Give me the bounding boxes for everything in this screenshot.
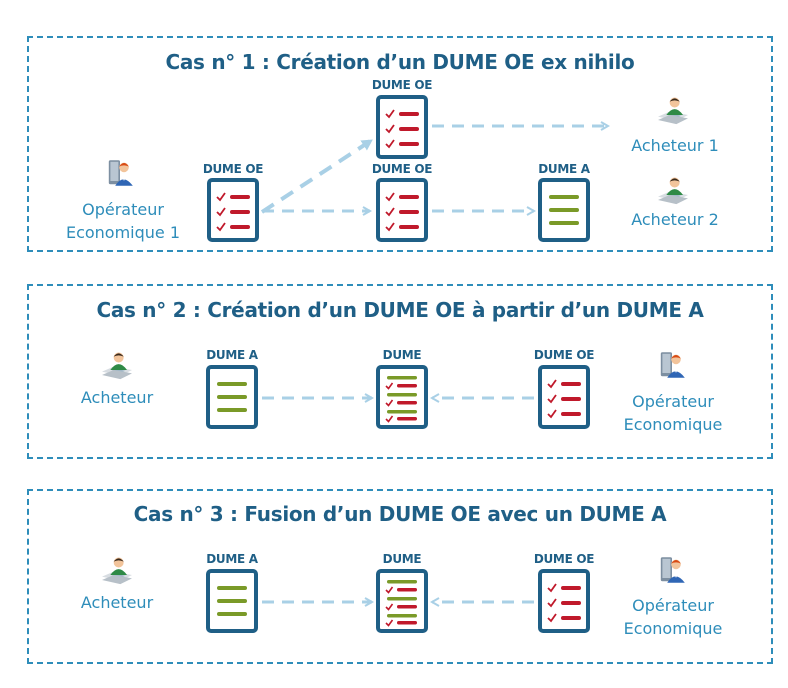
case-1-target-doc-label: DUME A [538, 162, 590, 176]
case-3-left-doc [206, 569, 258, 633]
case-3-panel [27, 489, 773, 664]
case-1-copy-mid-doc [376, 178, 428, 242]
buyer-icon [656, 175, 690, 205]
case-3-right-doc-label: DUME OE [533, 552, 595, 566]
case-1-copy-top-doc [376, 95, 428, 159]
case-1-source-doc-label: DUME OE [202, 162, 264, 176]
case-2-operator-line2: Economique [623, 415, 723, 434]
buyer-icon [100, 555, 134, 585]
case-2-left-doc [206, 365, 258, 429]
case-3-buyer-label: Acheteur [80, 593, 154, 612]
case-3-operator-label: Opérateur Economique [603, 594, 743, 640]
buyer-icon [100, 350, 134, 380]
case-1-target-doc [538, 178, 590, 242]
operator-icon [104, 158, 136, 188]
case-1-operator-label: Opérateur Economique 1 [53, 198, 193, 244]
buyer-icon [656, 95, 690, 125]
case-1-panel [27, 36, 773, 252]
operator-icon [656, 350, 688, 380]
case-1-buyer-2-label: Acheteur 2 [631, 210, 719, 229]
case-1-copy-top-doc-label: DUME OE [371, 78, 433, 92]
case-3-operator-line2: Economique [623, 619, 723, 638]
case-2-buyer-label: Acheteur [80, 388, 154, 407]
case-1-buyer-1-label: Acheteur 1 [631, 136, 719, 155]
case-1-copy-mid-doc-label: DUME OE [371, 162, 433, 176]
case-2-title: Cas n° 2 : Création d’un DUME OE à parti… [96, 298, 704, 322]
case-2-operator-line1: Opérateur [632, 392, 714, 411]
case-1-source-doc [207, 178, 259, 242]
case-3-mid-doc-label: DUME [382, 552, 422, 566]
case-3-right-doc [538, 569, 590, 633]
case-1-operator-line1: Opérateur [82, 200, 164, 219]
case-2-right-doc-label: DUME OE [533, 348, 595, 362]
case-2-left-doc-label: DUME A [206, 348, 258, 362]
case-2-mid-doc-label: DUME [382, 348, 422, 362]
case-3-operator-line1: Opérateur [632, 596, 714, 615]
case-1-title: Cas n° 1 : Création d’un DUME OE ex nihi… [165, 50, 635, 74]
case-2-right-doc [538, 365, 590, 429]
case-2-mid-doc [376, 365, 428, 429]
case-1-operator-line2: Economique 1 [65, 223, 181, 242]
case-2-panel [27, 284, 773, 459]
case-3-title: Cas n° 3 : Fusion d’un DUME OE avec un D… [133, 502, 667, 526]
case-3-left-doc-label: DUME A [206, 552, 258, 566]
operator-icon [656, 555, 688, 585]
case-3-mid-doc [376, 569, 428, 633]
case-2-operator-label: Opérateur Economique [603, 390, 743, 436]
